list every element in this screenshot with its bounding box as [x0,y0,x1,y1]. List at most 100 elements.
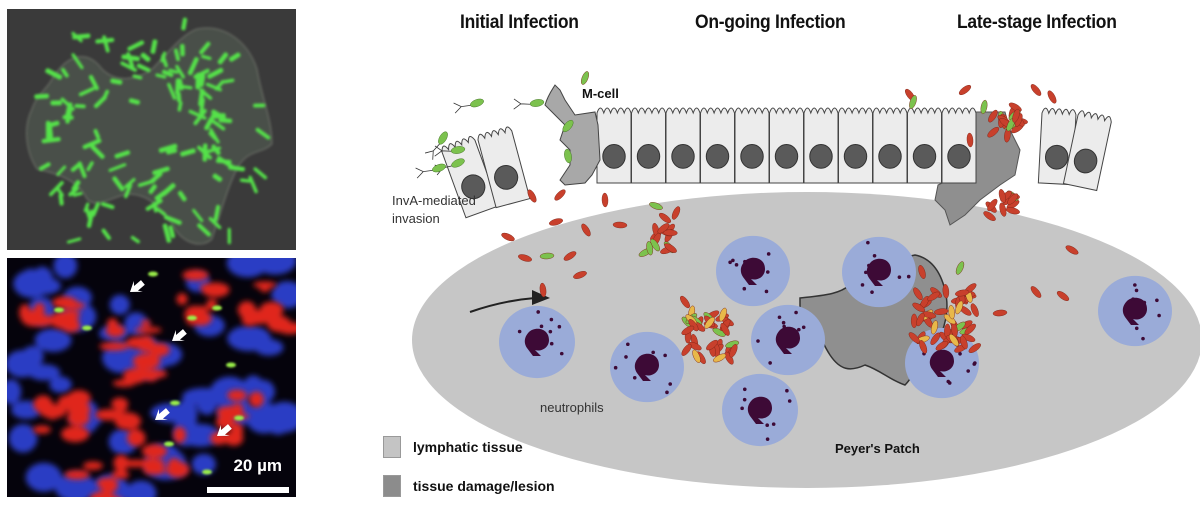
bacterium [671,206,681,220]
bacterium [948,304,955,320]
granule-dot [1134,326,1139,331]
nucleus-blob [180,423,221,447]
legend-label: tissue damage/lesion [413,478,555,494]
red-stain-blob [141,444,168,459]
bacterium [646,241,654,256]
epithelial-cell [631,107,666,184]
granule-dot [559,351,564,356]
cell-nucleus [1044,144,1069,170]
neutrophil [842,236,916,308]
epithelial-cell [734,107,770,184]
bacterium-body [450,146,466,154]
gfp-bacterium [253,103,266,108]
granule-dot [973,361,977,365]
red-stain-blob [95,409,123,421]
neutrophil [722,373,798,447]
scale-bar [207,487,289,493]
bacteria-stain [54,271,244,475]
granule-dot [787,399,792,403]
epithelial-cell [596,107,632,184]
bacterium [912,302,926,313]
bacterium-body [451,158,465,168]
epithelial-cell [441,136,500,219]
cell-nucleus [671,144,695,169]
red-stain-blob [27,314,54,327]
granule-dot [781,320,786,325]
arrow-head-icon [532,290,550,305]
legend-item-lymphatic: lymphatic tissue [383,436,523,458]
gfp-bacterium [199,88,213,100]
granule-dot [864,270,868,275]
gfp-bacterium [71,53,84,70]
neutrophil-nucleus [524,328,549,356]
gfp-bacterium [228,165,245,172]
cell-nucleus [461,174,486,200]
bacterium [918,265,926,279]
micrograph-top-image [26,17,273,245]
bacterium [554,189,566,201]
bacterium [658,212,672,224]
granule-dot [947,381,952,385]
cell-nucleus [774,144,799,169]
red-stain-blob [60,425,90,443]
granule-dot [756,339,760,343]
gfp-bacterium [193,68,210,79]
cell-nucleus [1073,148,1098,174]
gfp-bacteria-cluster [34,17,271,245]
bacterium [692,349,701,363]
gfp-bacterium [112,176,125,192]
flagellated-bacterium [415,163,446,179]
gfp-bacterium [72,191,83,197]
gfp-bacterium [215,158,232,164]
red-stain-blob [97,477,114,489]
granule-dot [517,329,522,334]
gfp-bacterium [56,187,64,197]
red-stain-blob [231,403,244,415]
bacterium-body [564,148,572,164]
gfp-bacterium [78,87,95,97]
bacterium-dot [212,305,222,311]
nucleus-blob [109,294,130,315]
neutrophil-nucleus [775,326,800,354]
bacterium [966,132,974,148]
bacterium [930,320,939,335]
red-stain-blob [176,293,188,305]
arrow-markers [130,280,232,436]
inva-label-line2: invasion [392,211,440,226]
cell-nucleus [878,144,902,169]
granule-dot [536,310,540,314]
m-cell-label: M-cell [582,86,619,101]
granule-dot [765,423,770,427]
granule-dot [870,290,874,294]
epithelial-cell [907,107,942,184]
nucleus-blob [176,398,198,432]
granule-dot [613,365,618,370]
bacterium [501,232,515,242]
red-stain-blob [182,269,209,281]
bacterium [908,332,920,344]
bacterium [1030,84,1042,96]
gfp-bacterium [187,57,199,76]
bacterium-dot [54,307,64,313]
red-stain-blob [189,305,210,313]
granule-dot [1134,288,1139,293]
granule-dot [734,263,739,267]
legend-swatch-lesion [383,475,401,497]
neutrophil-group [499,235,1172,447]
bacterium-dot [234,415,244,421]
nucleus-blob [7,350,39,378]
red-stain-blob [107,318,118,330]
bacterium [719,307,727,322]
red-stain-blob [33,395,53,414]
epithelial-cell [477,126,531,209]
gfp-bacterium [158,143,178,153]
bacterium [930,332,941,345]
neutrophil [499,305,575,379]
bacterium [955,261,965,275]
granule-dot [548,329,553,334]
bacterium [720,323,730,336]
red-stain-blob [121,459,150,468]
gfp-bacterium [150,39,158,54]
gfp-bacterium [174,48,180,62]
granule-dot [860,283,865,287]
